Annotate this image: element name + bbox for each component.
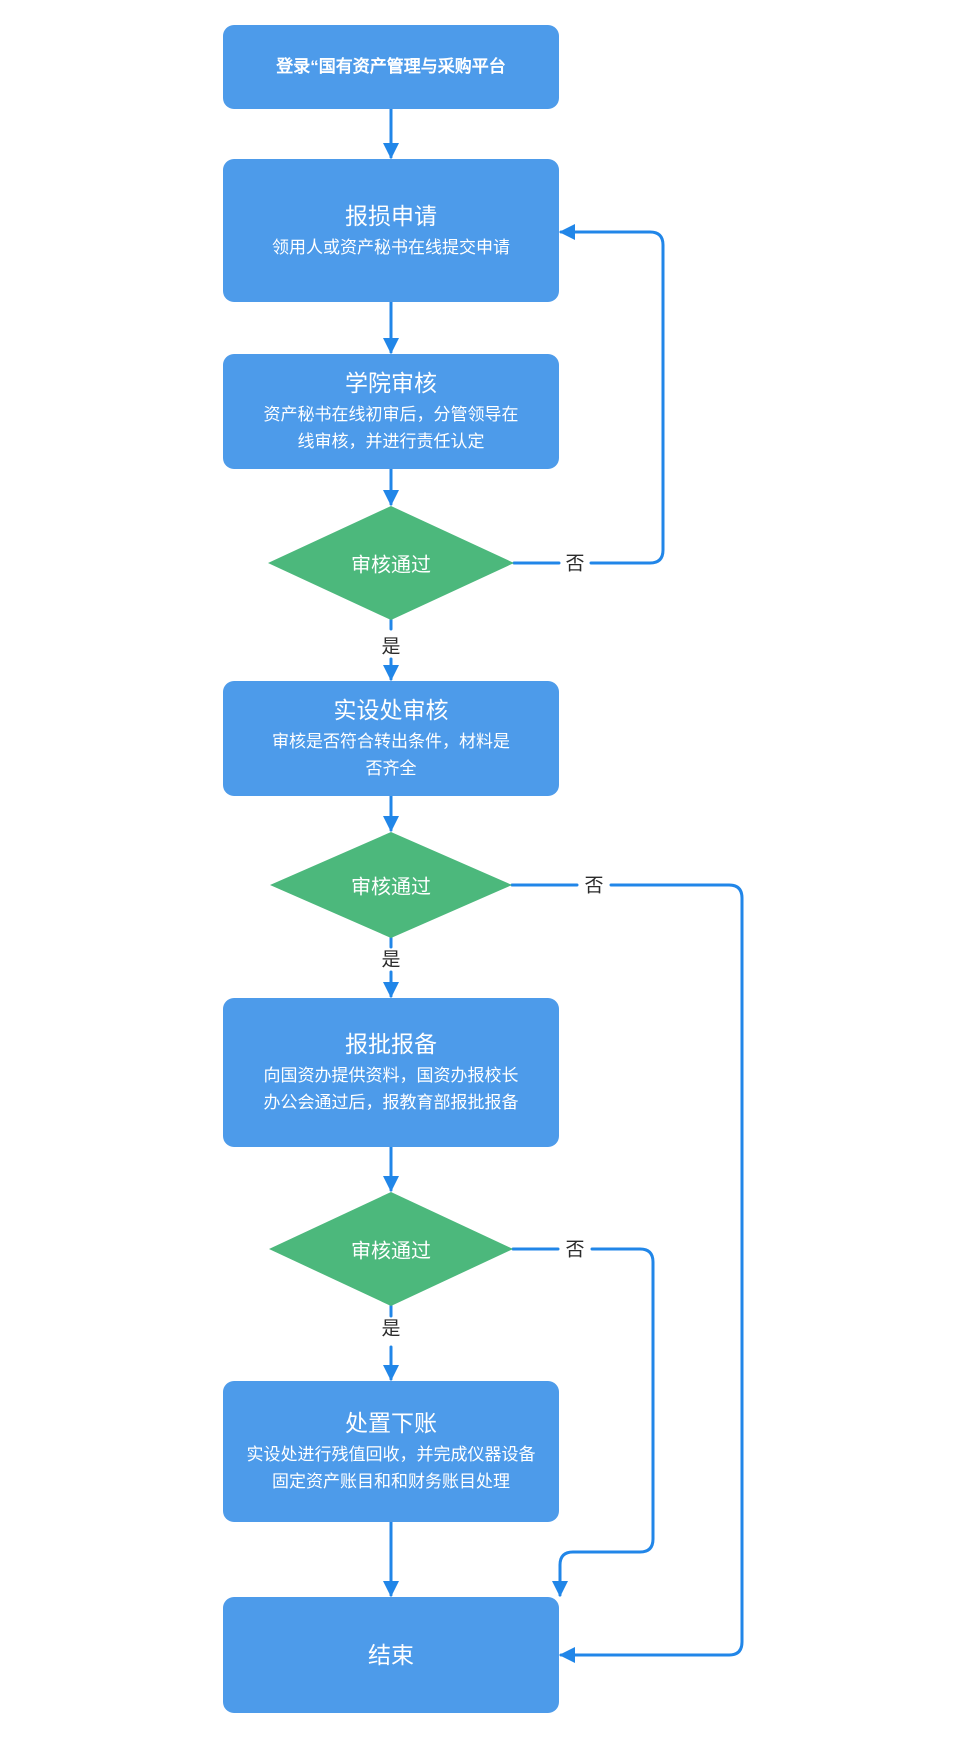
node-disposal: 处置下账 实设处进行残值回收，并完成仪器设备 固定资产账目和和财务账目处理: [223, 1381, 559, 1522]
node-college-review-title: 学院审核: [345, 370, 437, 396]
node-approval-filing-desc-line2: 办公会通过后，报教育部报批报备: [263, 1093, 519, 1112]
decision2-no-label: 否: [584, 875, 604, 897]
decision2-diamond: [270, 832, 512, 938]
node-disposal-desc: 实设处进行残值回收，并完成仪器设备 固定资产账目和和财务账目处理: [247, 1441, 536, 1495]
decision2-yes-label: 是: [381, 949, 401, 971]
node-facility-review-desc-line2: 否齐全: [365, 759, 417, 778]
node-college-review-desc-line2: 线审核，并进行责任认定: [297, 432, 485, 451]
node-disposal-desc-line2: 固定资产账目和和财务账目处理: [272, 1472, 510, 1491]
node-facility-review-title: 实设处审核: [333, 697, 449, 723]
decision1-no-label: 否: [565, 553, 585, 575]
node-approval-filing-desc: 向国资办提供资料，国资办报校长 办公会通过后，报教育部报批报备: [264, 1062, 519, 1116]
node-end: 结束: [223, 1597, 559, 1713]
decision1-diamond: [268, 506, 514, 620]
edge-decision2-no-loop: [559, 883, 744, 1663]
edge-decision3-no-loop: [552, 1247, 655, 1597]
decision1-label: 审核通过: [351, 554, 431, 577]
node-disposal-title: 处置下账: [345, 1410, 437, 1436]
node-college-review: 学院审核 资产秘书在线初审后，分管领导在 线审核，并进行责任认定: [223, 354, 559, 469]
decision3-label: 审核通过: [351, 1240, 431, 1263]
decision2-label: 审核通过: [351, 876, 431, 899]
node-approval-filing: 报批报备 向国资办提供资料，国资办报校长 办公会通过后，报教育部报批报备: [223, 998, 559, 1147]
decision1-yes-label: 是: [381, 636, 401, 658]
node-approval-filing-title: 报批报备: [345, 1031, 437, 1057]
node-apply: 报损申请 领用人或资产秘书在线提交申请: [223, 159, 559, 302]
node-apply-desc: 领用人或资产秘书在线提交申请: [272, 237, 510, 257]
node-college-review-desc-line1: 资产秘书在线初审后，分管领导在: [263, 405, 519, 424]
node-login-title: 登录“国有资产管理与采购平台: [276, 57, 506, 76]
decision3-diamond: [269, 1192, 513, 1306]
node-disposal-desc-line1: 实设处进行残值回收，并完成仪器设备: [246, 1445, 536, 1464]
node-facility-review-desc-line1: 审核是否符合转出条件，材料是: [272, 732, 510, 751]
node-end-title: 结束: [368, 1642, 414, 1668]
node-facility-review: 实设处审核 审核是否符合转出条件，材料是 否齐全: [223, 681, 559, 796]
edge-decision1-no-loop: [559, 224, 665, 565]
node-approval-filing-desc-line1: 向国资办提供资料，国资办报校长: [263, 1066, 519, 1085]
decision3-yes-label: 是: [381, 1318, 401, 1340]
node-login: 登录“国有资产管理与采购平台: [223, 25, 559, 109]
node-apply-title: 报损申请: [345, 202, 437, 229]
node-college-review-desc: 资产秘书在线初审后，分管领导在 线审核，并进行责任认定: [264, 401, 519, 455]
node-facility-review-desc: 审核是否符合转出条件，材料是 否齐全: [272, 728, 510, 782]
decision3-no-label: 否: [565, 1239, 585, 1261]
